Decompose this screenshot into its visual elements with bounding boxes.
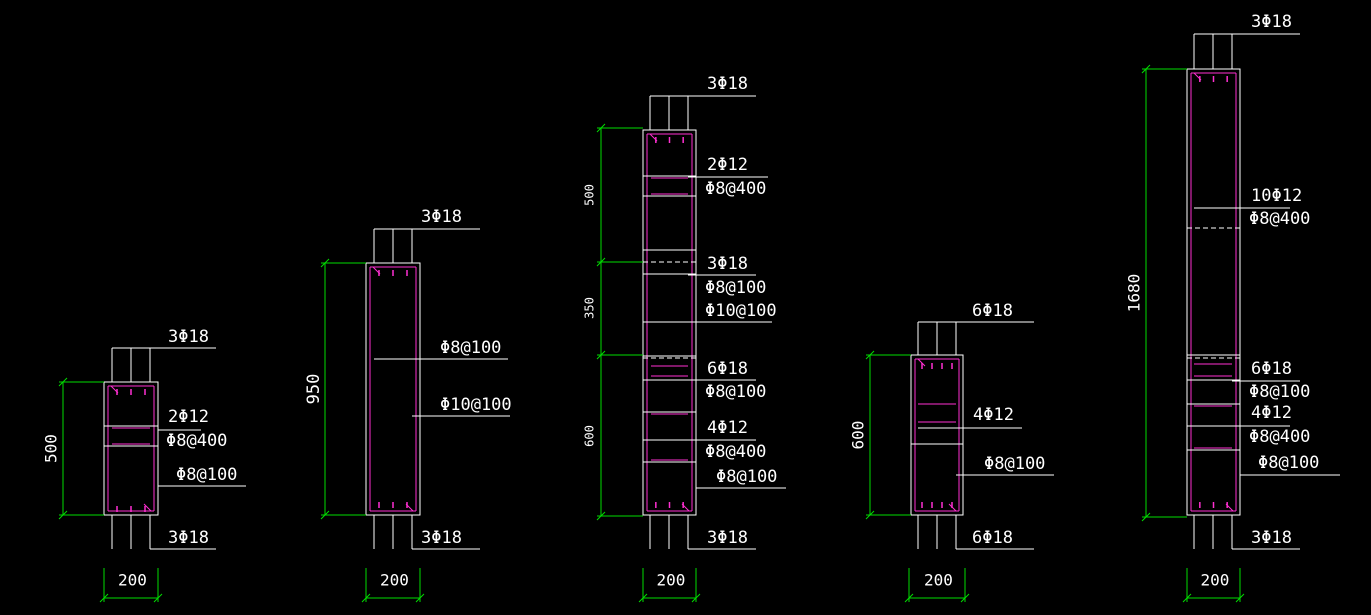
s2-width-dim-tick-left: [361, 593, 371, 603]
s5-width-dim-tick-right: [1235, 593, 1245, 603]
s2-width-dim-text: 200: [380, 571, 409, 590]
s4-outline: [910, 354, 964, 516]
s3-callout-phi8-100-b: Φ8@100: [705, 382, 766, 402]
s3-bottom-callout: 3Φ18: [707, 528, 748, 548]
s4-cage-hook-top: [917, 358, 926, 367]
s2-height-dim-tick-bottom: [320, 510, 330, 520]
s3-width-dim-tick-left: [638, 593, 648, 603]
s5-height-dim-tick-bottom: [1141, 512, 1151, 522]
s2-bottom-callout: 3Φ18: [421, 528, 462, 548]
s3-callout-phi8-100-a: Φ8@100: [705, 278, 766, 298]
s1-width-dim-tick-right: [153, 593, 163, 603]
s3-callout-phi8-100-c: Φ8@100: [716, 467, 777, 487]
s1-top-callout: 3Φ18: [168, 327, 209, 347]
s2-callout-phi8-100: Φ8@100: [440, 338, 501, 358]
s2-width-dim-tick-right: [415, 593, 425, 603]
s3-callout-3phi18: 3Φ18: [707, 254, 748, 274]
s1-height-dim-tick-top: [58, 377, 68, 387]
s1-cage-hook-bottom: [143, 503, 152, 512]
s3-callout-2phi12: 2Φ12: [707, 155, 748, 175]
s2-outline: [365, 262, 421, 516]
s4-height-dim-tick-top: [865, 350, 875, 360]
s5-callout-4phi12: 4Φ12: [1251, 403, 1292, 423]
s3-top-callout: 3Φ18: [707, 74, 748, 94]
s5-callout-10phi12: 10Φ12: [1251, 186, 1302, 206]
s3-dim-tick-2: [596, 350, 606, 360]
s3-dim-500: 500: [583, 184, 597, 206]
s3-dim-tick-3: [596, 511, 606, 521]
s1-callout-2phi12: 2Φ12: [168, 407, 209, 427]
s5-width-dim-tick-left: [1182, 593, 1192, 603]
s5-callout-6phi18: 6Φ18: [1251, 359, 1292, 379]
s1-height-dim-tick-bottom: [58, 510, 68, 520]
s4-callout-phi8-100: Φ8@100: [984, 454, 1045, 474]
s2-callout-phi10-100: Φ10@100: [440, 395, 512, 415]
s3-width-dim-text: 200: [657, 571, 686, 590]
s3-callout-phi8-400: Φ8@400: [705, 179, 766, 199]
s1-callout-phi8-400: Φ8@400: [166, 431, 227, 451]
s4-bottom-callout: 6Φ18: [972, 528, 1013, 548]
s4-height-dim-tick-bottom: [865, 510, 875, 520]
s2-top-callout: 3Φ18: [421, 207, 462, 227]
s5-height-dim-text: 1680: [1125, 274, 1144, 313]
s5-callout-phi8-100-b: Φ8@100: [1258, 453, 1319, 473]
s1-outline: [103, 381, 159, 516]
s4-callout-4phi12: 4Φ12: [973, 405, 1014, 425]
s5-width-dim-text: 200: [1201, 571, 1230, 590]
s3-callout-4phi12: 4Φ12: [707, 418, 748, 438]
s3-callout-phi10-100: Φ10@100: [705, 301, 777, 321]
s3-width-dim-tick-right: [691, 593, 701, 603]
s1-width-dim-tick-left: [99, 593, 109, 603]
s3-callout-6phi18: 6Φ18: [707, 359, 748, 379]
s1-width-dim-text: 200: [118, 571, 147, 590]
s5-top-callout: 3Φ18: [1251, 12, 1292, 32]
s5-height-dim-tick-top: [1141, 64, 1151, 74]
s5-callout-phi8-400: Φ8@400: [1249, 209, 1310, 229]
s5-callout-phi8-400-b: Φ8@400: [1249, 427, 1310, 447]
s1-bottom-callout: 3Φ18: [168, 528, 209, 548]
s3-dim-tick-1: [596, 257, 606, 267]
s1-callout-phi8-100: Φ8@100: [176, 465, 237, 485]
s2-height-dim-text: 950: [304, 374, 324, 405]
s2-height-dim-tick-top: [320, 258, 330, 268]
s1-height-dim-text: 500: [42, 434, 61, 463]
s4-width-dim-text: 200: [924, 571, 953, 590]
s3-callout-phi8-400-b: Φ8@400: [705, 442, 766, 462]
s3-dim-tick-0: [596, 123, 606, 133]
s5-bottom-callout: 3Φ18: [1251, 528, 1292, 548]
s4-height-dim-text: 600: [849, 421, 868, 450]
s3-dim-600: 600: [583, 425, 597, 447]
s5-callout-phi8-100: Φ8@100: [1249, 382, 1310, 402]
s4-width-dim-tick-left: [904, 593, 914, 603]
s3-dim-350: 350: [583, 297, 597, 319]
s4-width-dim-tick-right: [960, 593, 970, 603]
s4-top-callout: 6Φ18: [972, 301, 1013, 321]
